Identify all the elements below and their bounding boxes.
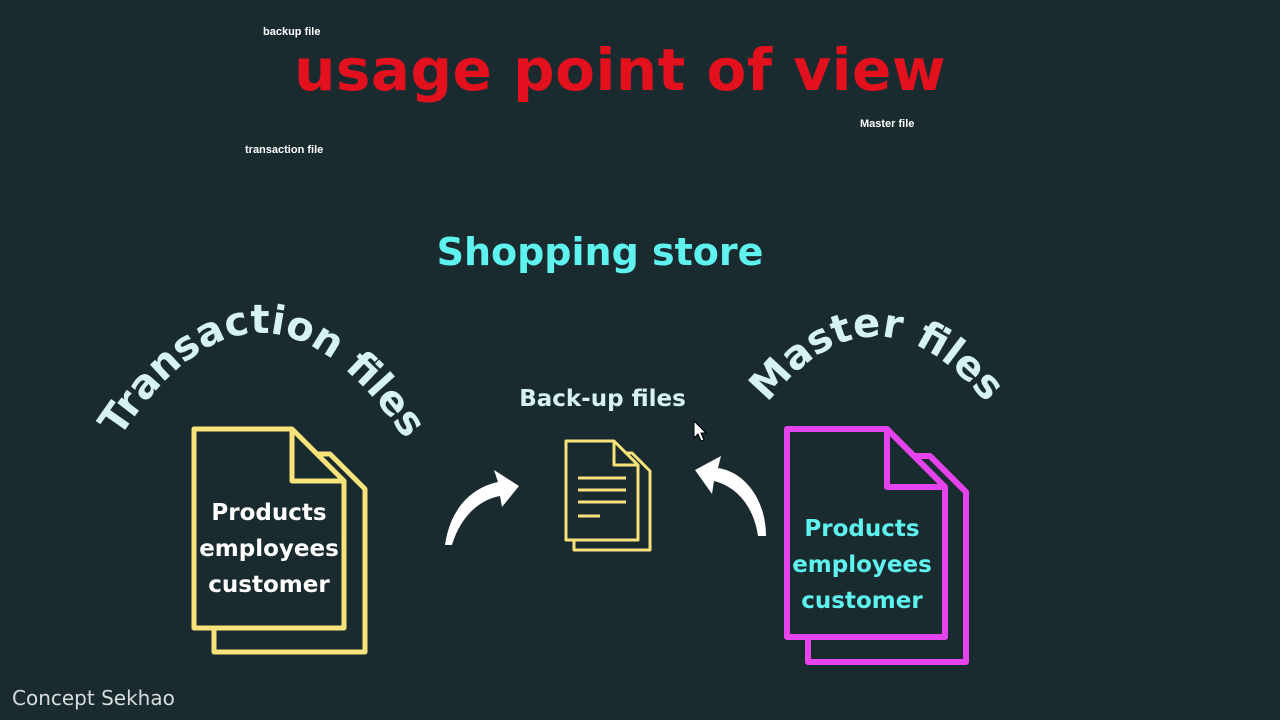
backup-document-icon (564, 439, 652, 552)
master-file-label: Master file (860, 118, 915, 130)
mouse-cursor-icon (693, 419, 708, 442)
transaction-items: Products employees customer (195, 495, 343, 603)
watermark: Concept Sekhao (12, 686, 175, 710)
master-item: employees (792, 552, 932, 578)
transaction-item: Products (211, 500, 327, 526)
transaction-item: customer (208, 572, 330, 598)
master-document-stack-icon (784, 426, 969, 665)
master-item: Products (804, 516, 920, 542)
transaction-item: employees (199, 536, 339, 562)
curved-arrow-right-icon (445, 470, 519, 545)
transaction-file-label: transaction file (245, 144, 324, 156)
shopping-store-title: Shopping store (436, 230, 764, 274)
transaction-document-stack-icon (191, 426, 368, 655)
master-item: customer (801, 588, 923, 614)
master-items: Products employees customer (786, 511, 938, 619)
curved-arrow-left-icon (695, 456, 766, 536)
page-title: usage point of view (294, 36, 946, 104)
master-files-heading: Master files (740, 300, 1013, 410)
backup-file-label: backup file (263, 26, 321, 38)
transaction-files-heading: Transaction files (90, 297, 435, 446)
backup-files-heading: Back-up files (519, 386, 686, 412)
